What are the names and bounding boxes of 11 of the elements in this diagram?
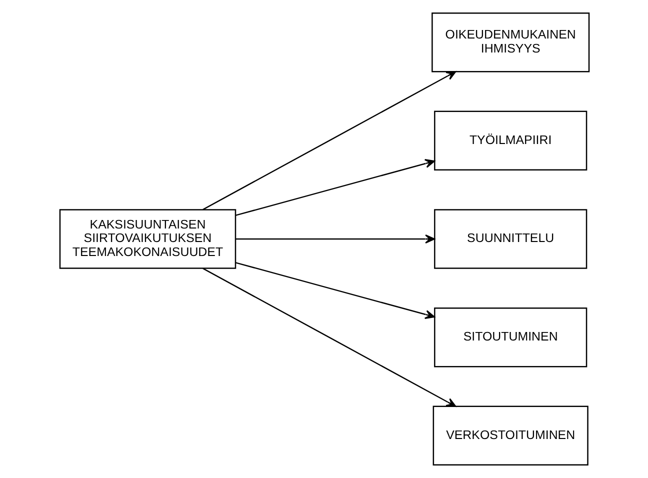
arrow	[202, 268, 456, 407]
node-box: OIKEUDENMUKAINEN IHMISYYS	[431, 12, 590, 72]
arrow	[202, 71, 456, 210]
arrow	[235, 234, 434, 244]
node-box: TYÖILMAPIIRI	[434, 110, 587, 171]
node-box: VERKOSTOITUMINEN	[432, 406, 588, 466]
arrow	[235, 159, 434, 216]
node-box: KAKSISUUNTAISEN SIIRTOVAIKUTUKSEN TEEMAKOKONAISUUDET	[58, 209, 236, 269]
arrow	[235, 262, 434, 319]
node-box: SUUNNITTELU	[434, 209, 587, 269]
node-box: SITOUTUMINEN	[434, 307, 587, 368]
